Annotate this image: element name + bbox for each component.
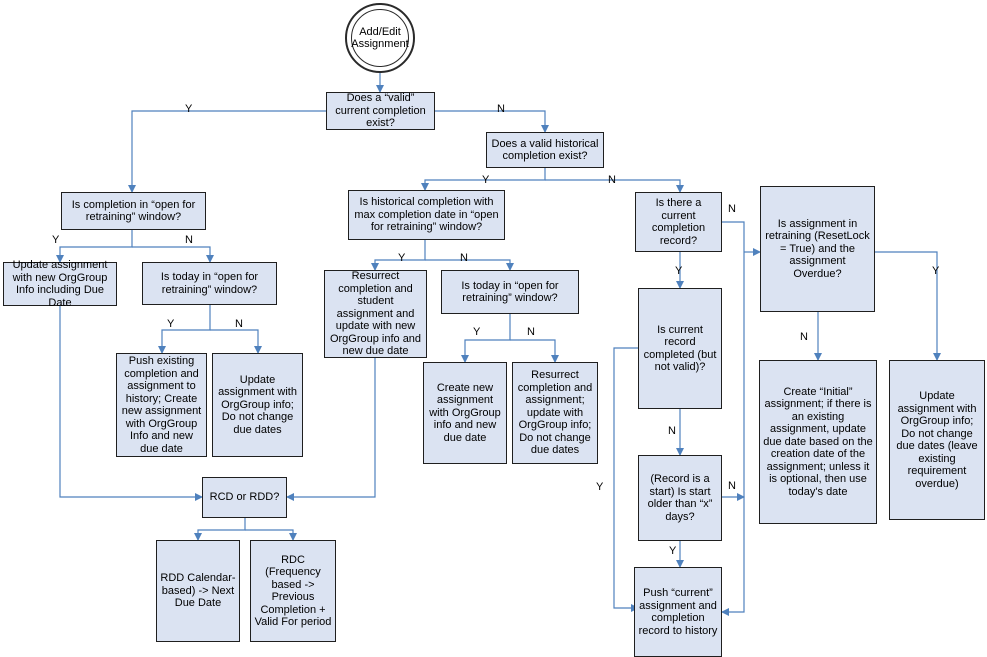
edge-update-due-to-rcd	[59, 306, 203, 501]
label-valid-current-yes: Y	[185, 103, 193, 115]
label-today1-no: N	[235, 318, 243, 330]
edge-today2-yes	[461, 314, 511, 363]
label-today2-no: N	[527, 326, 535, 338]
label-record-start-yes: Y	[669, 545, 677, 557]
edge-hist-max-no	[425, 259, 514, 271]
edge-today1-no	[210, 329, 262, 354]
label-current-record-no: N	[728, 203, 736, 215]
edge-today2-no	[510, 339, 559, 363]
action-resurrect-no-due: Resurrect completion and assignment; upd…	[512, 362, 598, 464]
action-update-org-due: Update assignment with new OrgGroup Info…	[3, 259, 117, 309]
action-push-history: Push existing completion and assignment …	[116, 353, 207, 457]
decision-hist-max: Is historical completion with max comple…	[348, 190, 505, 240]
decision-record-start: (Record is a start) Is start older than …	[638, 455, 722, 541]
label-hist-max-yes: Y	[398, 252, 406, 264]
label-retraining-yes: Y	[932, 265, 940, 277]
start-node: Add/Edit Assignment	[351, 9, 409, 67]
label-open-window-no: N	[185, 234, 193, 246]
label-current-record-yes: Y	[675, 265, 683, 277]
edge-open-window-no	[132, 246, 214, 263]
edge-historical-no	[545, 179, 684, 193]
action-resurrect-new-due: Resurrect completion and student assignm…	[324, 270, 427, 358]
edge-hist-max-yes	[371, 240, 426, 271]
action-create-new: Create new assignment with OrgGroup info…	[423, 362, 507, 464]
decision-valid-current: Does a “valid” current completion exist?	[326, 92, 435, 130]
label-hist-max-no: N	[460, 252, 468, 264]
result-rdc: RDC (Frequency based -> Previous Complet…	[250, 540, 336, 642]
label-current-completed-no: N	[668, 425, 676, 437]
edge-resurrect-to-rcd	[286, 358, 376, 501]
action-create-initial: Create “Initial” assignment; if there is…	[759, 360, 877, 524]
decision-open-window: Is completion in “open for retraining” w…	[61, 192, 206, 230]
decision-rcd-rdd: RCD or RDD?	[202, 477, 287, 518]
label-record-start-no: N	[728, 480, 736, 492]
edge-retraining-yes	[875, 251, 941, 361]
edge-open-window-yes	[56, 230, 133, 263]
edge-historical-yes	[421, 168, 546, 191]
edge-valid-current-yes	[128, 110, 326, 193]
decision-valid-historical: Does a valid historical completion exist…	[486, 132, 604, 168]
label-today2-yes: Y	[473, 326, 481, 338]
decision-retraining-overdue: Is assignment in retraining (ResetLock =…	[760, 186, 875, 312]
edge-today1-yes	[158, 305, 211, 354]
action-push-current: Push “current” assignment and completion…	[634, 567, 722, 657]
label-open-window-yes: Y	[52, 234, 60, 246]
edge-current-record-no	[721, 221, 745, 616]
label-historical-yes: Y	[482, 174, 490, 186]
label-valid-current-no: N	[497, 103, 505, 115]
decision-today-open-1: Is today in “open for retraining” window…	[142, 262, 277, 305]
result-rdd: RDD Calendar-based) -> Next Due Date	[156, 540, 240, 642]
edge-valid-current-no	[435, 110, 549, 133]
edge-rcd-to-rdc	[245, 529, 297, 541]
label-retraining-no: N	[800, 331, 808, 343]
decision-today-open-2: Is today in “open for retraining” window…	[441, 270, 579, 314]
edge-rcd-to-rdd	[194, 518, 246, 541]
label-today1-yes: Y	[167, 318, 175, 330]
edge-current-completed-yes	[613, 347, 639, 612]
decision-current-completed: Is current record completed (but not val…	[638, 288, 722, 409]
label-current-completed-yes: Y	[596, 481, 604, 493]
decision-current-record: Is there a current completion record?	[635, 192, 722, 252]
action-update-leave-overdue: Update assignment with OrgGroup info; Do…	[889, 360, 985, 520]
action-update-no-due-1: Update assignment with OrgGroup info; Do…	[212, 353, 303, 457]
label-historical-no: N	[608, 174, 616, 186]
